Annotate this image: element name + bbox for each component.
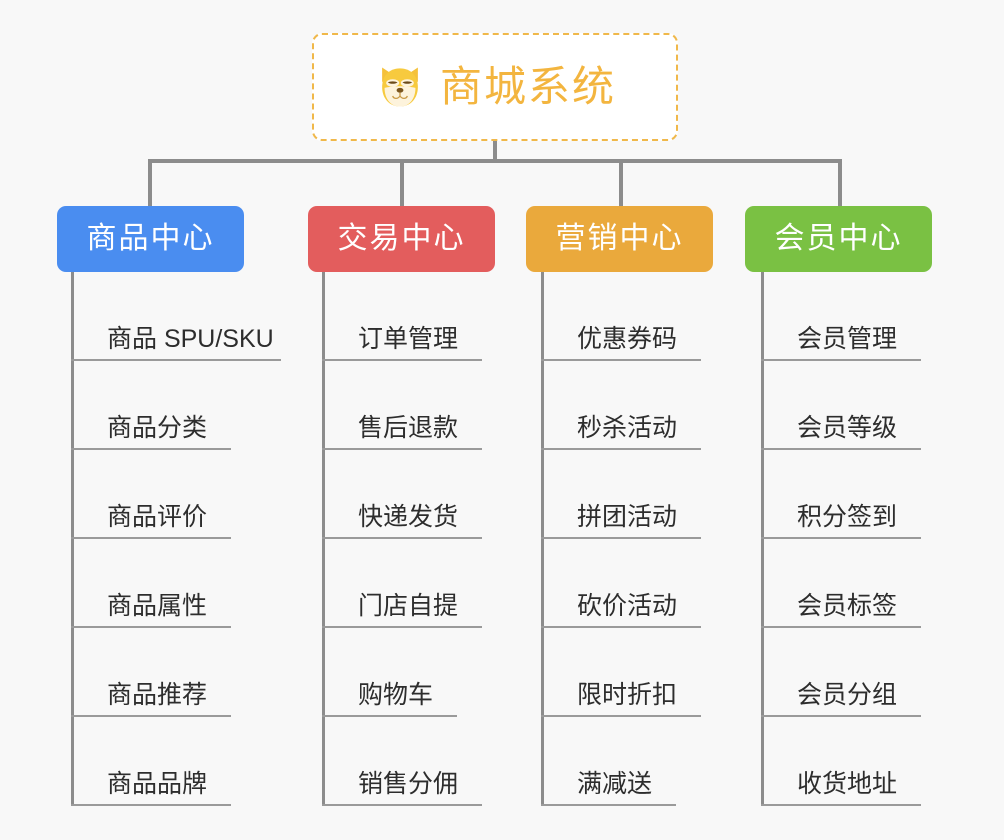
leaf-label: 满减送 xyxy=(577,770,653,798)
leaf-label: 售后退款 xyxy=(358,414,459,442)
root-stem-connector xyxy=(493,141,497,163)
list-item[interactable]: 门店自提 xyxy=(322,539,482,628)
leaf-label: 会员管理 xyxy=(797,325,898,353)
leaf-label: 商品品牌 xyxy=(107,770,208,798)
list-item[interactable]: 积分签到 xyxy=(761,450,921,539)
leaf-label: 拼团活动 xyxy=(577,503,678,531)
leaf-underline xyxy=(761,626,921,628)
category-box-3[interactable]: 营销中心 xyxy=(526,206,713,272)
leaf-underline xyxy=(322,804,482,806)
leaf-label: 快递发货 xyxy=(358,503,459,531)
leaf-trunk-1 xyxy=(71,272,74,806)
leaf-trunk-2 xyxy=(322,272,325,806)
leaf-underline xyxy=(761,537,921,539)
list-item[interactable]: 会员标签 xyxy=(761,539,921,628)
leaf-label: 商品推荐 xyxy=(107,681,208,709)
leaf-underline xyxy=(541,804,676,806)
leaf-underline xyxy=(541,537,701,539)
leaf-underline xyxy=(322,448,482,450)
leaf-underline xyxy=(71,626,231,628)
list-item[interactable]: 售后退款 xyxy=(322,361,482,450)
category-label-4: 会员中心 xyxy=(774,222,903,255)
leaf-label: 砍价活动 xyxy=(577,592,678,620)
list-item[interactable]: 会员等级 xyxy=(761,361,921,450)
leaf-label: 积分签到 xyxy=(797,503,898,531)
category-label-3: 营销中心 xyxy=(555,222,684,255)
leaf-underline xyxy=(761,715,921,717)
category-box-4[interactable]: 会员中心 xyxy=(745,206,932,272)
list-item[interactable]: 商品分类 xyxy=(71,361,231,450)
list-item[interactable]: 拼团活动 xyxy=(541,450,701,539)
leaf-label: 销售分佣 xyxy=(358,770,459,798)
list-item[interactable]: 砍价活动 xyxy=(541,539,701,628)
list-item[interactable]: 商品评价 xyxy=(71,450,231,539)
root-node[interactable]: 商城系统 xyxy=(312,33,678,141)
leaf-underline xyxy=(71,359,281,361)
drop-connector-2 xyxy=(400,159,404,206)
leaf-label: 收货地址 xyxy=(797,770,898,798)
leaf-underline xyxy=(541,448,701,450)
drop-connector-1 xyxy=(148,159,152,206)
root-title: 商城系统 xyxy=(439,63,616,110)
list-item[interactable]: 会员管理 xyxy=(761,272,921,361)
leaf-label: 会员分组 xyxy=(797,681,898,709)
list-item[interactable]: 销售分佣 xyxy=(322,717,482,806)
list-item[interactable]: 商品推荐 xyxy=(71,628,231,717)
leaf-label: 商品属性 xyxy=(107,592,208,620)
list-item[interactable]: 满减送 xyxy=(541,717,676,806)
list-item[interactable]: 限时折扣 xyxy=(541,628,701,717)
leaf-underline xyxy=(761,804,921,806)
leaf-underline xyxy=(761,448,921,450)
drop-connector-3 xyxy=(619,159,623,206)
leaf-underline xyxy=(71,537,231,539)
leaf-label: 订单管理 xyxy=(358,325,459,353)
leaf-label: 会员等级 xyxy=(797,414,898,442)
leaf-underline xyxy=(322,359,482,361)
leaf-underline xyxy=(541,359,701,361)
list-item[interactable]: 订单管理 xyxy=(322,272,482,361)
list-item[interactable]: 商品属性 xyxy=(71,539,231,628)
list-item[interactable]: 收货地址 xyxy=(761,717,921,806)
list-item[interactable]: 商品品牌 xyxy=(71,717,231,806)
leaf-trunk-3 xyxy=(541,272,544,806)
list-item[interactable]: 快递发货 xyxy=(322,450,482,539)
list-item[interactable]: 商品 SPU/SKU xyxy=(71,272,281,361)
leaf-label: 商品评价 xyxy=(107,503,208,531)
leaf-underline xyxy=(322,537,482,539)
category-box-2[interactable]: 交易中心 xyxy=(308,206,495,272)
leaf-label: 秒杀活动 xyxy=(577,414,678,442)
list-item[interactable]: 优惠券码 xyxy=(541,272,701,361)
leaf-underline xyxy=(71,448,231,450)
leaf-underline xyxy=(541,626,701,628)
category-label-1: 商品中心 xyxy=(86,222,215,255)
leaf-label: 会员标签 xyxy=(797,592,898,620)
leaf-trunk-4 xyxy=(761,272,764,806)
leaf-label: 门店自提 xyxy=(358,592,459,620)
category-box-1[interactable]: 商品中心 xyxy=(57,206,244,272)
list-item[interactable]: 购物车 xyxy=(322,628,457,717)
list-item[interactable]: 秒杀活动 xyxy=(541,361,701,450)
leaf-underline xyxy=(71,804,231,806)
shiba-dog-face-icon xyxy=(374,61,426,113)
leaf-underline xyxy=(761,359,921,361)
leaf-label: 限时折扣 xyxy=(577,681,678,709)
leaf-label: 商品 SPU/SKU xyxy=(107,325,274,353)
leaf-underline xyxy=(541,715,701,717)
leaf-underline xyxy=(322,715,457,717)
leaf-label: 商品分类 xyxy=(107,414,208,442)
drop-connector-4 xyxy=(838,159,842,206)
category-label-2: 交易中心 xyxy=(337,222,466,255)
leaf-underline xyxy=(322,626,482,628)
horizontal-bus-connector xyxy=(148,159,842,163)
leaf-label: 购物车 xyxy=(358,681,434,709)
list-item[interactable]: 会员分组 xyxy=(761,628,921,717)
leaf-label: 优惠券码 xyxy=(577,325,678,353)
leaf-underline xyxy=(71,715,231,717)
